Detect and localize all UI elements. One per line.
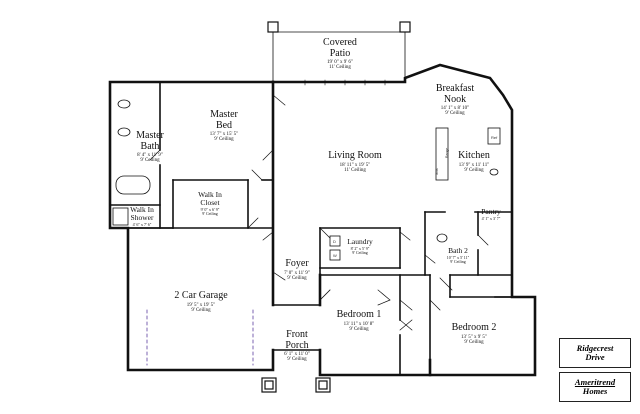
interior-walls xyxy=(109,81,513,376)
dryer-label: D xyxy=(333,239,336,244)
covered-patio-label: Covered Patio 19' 0" x 9' 6" 11' Ceiling xyxy=(323,37,357,71)
laundry-ceiling: 9' Ceiling xyxy=(352,250,368,256)
walk-in-closet-name-2: Closet xyxy=(200,197,220,207)
master-bath-name-2: Bath xyxy=(140,140,160,152)
street-name-box: Ridgecrest Drive xyxy=(559,338,631,368)
garage-ceiling: 9' Ceiling xyxy=(191,307,211,313)
walk-in-closet-label: Walk In Closet 9' 0" x 6' 9" 9' Ceiling xyxy=(198,191,222,216)
front-porch-name-1: Front xyxy=(286,329,308,340)
breakfast-nook-label: Breakfast Nook 14' 1" x 8' 10" 9' Ceilin… xyxy=(435,83,475,117)
master-bath-label: Master Bath 8' 4" x 11' 9" 9' Ceiling xyxy=(136,130,164,164)
pantry-dims: 4' 1" x 3' 7" xyxy=(481,215,501,221)
washer-label: W xyxy=(333,253,337,258)
walk-in-shower-name-2: Shower xyxy=(130,212,154,222)
fridge-label: Ref xyxy=(491,135,498,140)
walk-in-shower-dims: 4' 6" x 7' 6" xyxy=(132,221,152,227)
bedroom-2-label: Bedroom 2 13' 5" x 9' 5" 9' Ceiling xyxy=(451,322,497,345)
garage-name: 2 Car Garage xyxy=(174,290,228,301)
master-bath-name-1: Master xyxy=(136,130,164,141)
bedroom-2-dims: 13' 5" x 9' 5" xyxy=(461,334,487,340)
master-bath-ceiling: 9' Ceiling xyxy=(140,158,160,164)
foyer-dims: 7' 0" x 11' 9" xyxy=(284,270,310,276)
window-marks xyxy=(304,79,386,86)
breakfast-nook-name-2: Nook xyxy=(443,93,467,105)
living-room-dims: 18' 11" x 19' 5" xyxy=(339,162,371,168)
garage-door-marks xyxy=(146,309,254,366)
breakfast-nook-dims: 14' 1" x 8' 10" xyxy=(440,106,470,111)
walk-in-closet-name-1: Walk In xyxy=(198,190,222,199)
builder-name-line-2: Homes xyxy=(582,385,608,396)
covered-patio-dims: 19' 0" x 9' 6" xyxy=(327,60,353,65)
front-porch-dims: 6' 1" x 11' 0" xyxy=(284,352,310,357)
garage-dims: 19' 5" x 19' 5" xyxy=(186,302,216,308)
master-bed-name-1: Master xyxy=(210,109,238,120)
living-room-label: Living Room 18' 11" x 19' 5" 11' Ceiling xyxy=(328,150,382,173)
master-bath-dims: 8' 4" x 11' 9" xyxy=(137,153,163,158)
fixtures xyxy=(112,99,501,301)
bedroom-1-dims: 13' 11" x 10' 8" xyxy=(343,321,375,327)
laundry-label: Laundry 8' 2" x 5' 9" 9' Ceiling xyxy=(347,238,372,255)
kitchen-name: Kitchen xyxy=(458,150,490,161)
walk-in-closet-dims: 9' 0" x 6' 9" xyxy=(200,206,220,212)
kitchen-ceiling: 9' Ceiling xyxy=(464,167,484,173)
bedroom-1-ceiling: 9' Ceiling xyxy=(349,326,369,332)
range-label: Range xyxy=(445,148,449,158)
builder-name-line-1: Ameritrend xyxy=(574,377,616,387)
living-room-ceiling: 11' Ceiling xyxy=(344,167,366,173)
street-name-line-2: Drive xyxy=(585,351,605,362)
bedroom-2-name: Bedroom 2 xyxy=(451,322,497,333)
bedroom-2-ceiling: 9' Ceiling xyxy=(464,339,484,345)
bath-2-name: Bath 2 xyxy=(448,246,468,255)
walk-in-shower-label: Walk In Shower 4' 6" x 7' 6" xyxy=(130,206,154,227)
bedroom-1-name: Bedroom 1 xyxy=(336,309,382,320)
master-bed-label: Master Bed 13' 7" x 15' 5" 9' Ceiling xyxy=(209,109,239,143)
garage-label: 2 Car Garage 19' 5" x 19' 5" 9' Ceiling xyxy=(174,290,228,313)
kitchen-dims: 13' 9" x 11' 11" xyxy=(458,162,490,168)
door-swings xyxy=(149,94,489,331)
pantry-label: Pantry 4' 1" x 3' 7" xyxy=(481,208,501,221)
master-bed-dims: 13' 7" x 15' 5" xyxy=(209,132,239,137)
builder-name-box: Ameritrend Homes xyxy=(559,372,631,402)
kitchen-label: Kitchen 13' 9" x 11' 11" 9' Ceiling xyxy=(458,150,490,173)
covered-patio-name-1: Covered xyxy=(323,37,357,48)
pantry-name: Pantry xyxy=(481,207,501,216)
covered-patio-name-2: Patio xyxy=(329,47,351,59)
laundry-name: Laundry xyxy=(347,237,373,246)
covered-patio-ceiling: 11' Ceiling xyxy=(329,65,351,71)
laundry-dims: 8' 2" x 5' 9" xyxy=(350,245,370,251)
bath-2-label: Bath 2 10' 7" x 5' 11" 9' Ceiling xyxy=(447,247,470,264)
walk-in-shower-name-1: Walk In xyxy=(130,205,154,214)
foyer-ceiling: 9' Ceiling xyxy=(287,275,307,281)
walk-in-closet-ceiling: 9' Ceiling xyxy=(202,210,218,216)
bath-2-dims: 10' 7" x 5' 11" xyxy=(446,254,470,260)
breakfast-nook-name-1: Breakfast xyxy=(435,83,475,94)
street-name-line-1: Ridgecrest xyxy=(576,343,614,353)
front-porch-ceiling: 9' Ceiling xyxy=(287,357,307,363)
foyer-label: Foyer 7' 0" x 11' 9" 9' Ceiling xyxy=(284,258,310,281)
patio-outline xyxy=(272,31,406,83)
foyer-name: Foyer xyxy=(285,258,309,269)
master-bed-ceiling: 9' Ceiling xyxy=(214,137,234,143)
bath-2-ceiling: 9' Ceiling xyxy=(450,259,466,265)
front-porch-label: Front Porch 6' 1" x 11' 0" 9' Ceiling xyxy=(284,329,310,363)
living-room-name: Living Room xyxy=(328,150,382,161)
front-porch-name-2: Porch xyxy=(285,339,309,351)
breakfast-nook-ceiling: 9' Ceiling xyxy=(445,111,465,117)
sink-label: Sink xyxy=(435,168,439,175)
bedroom-1-label: Bedroom 1 13' 11" x 10' 8" 9' Ceiling xyxy=(336,309,382,332)
master-bed-name-2: Bed xyxy=(215,119,233,131)
